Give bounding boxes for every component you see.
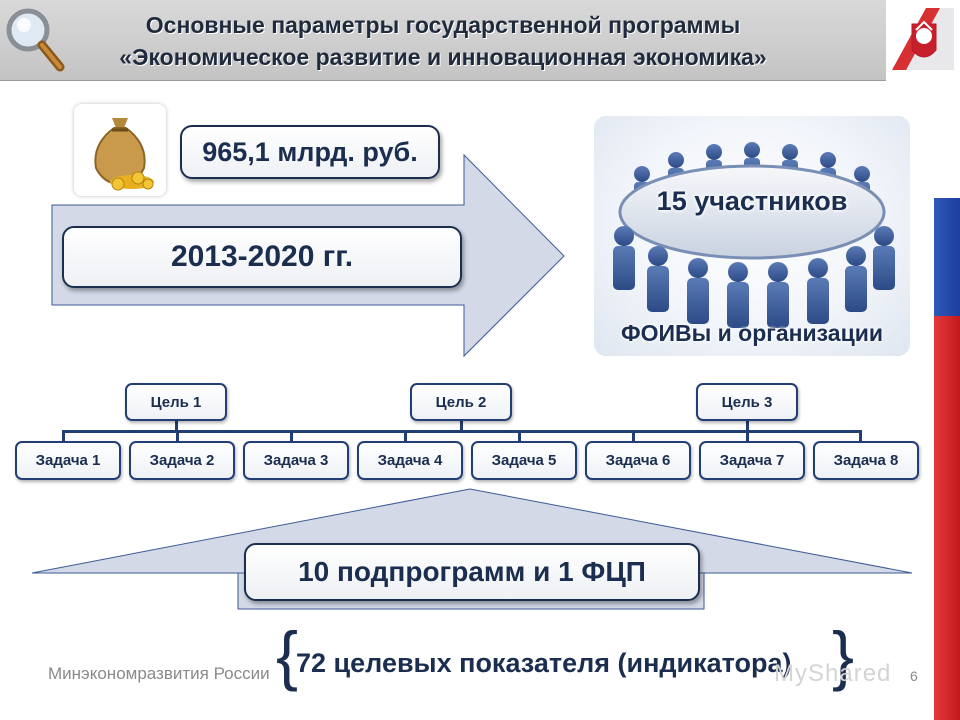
money-bag-card: [74, 104, 166, 196]
slide-header: Основные параметры государственной прогр…: [0, 0, 886, 81]
task-1: Задача 1: [15, 441, 121, 480]
task-6: Задача 6: [585, 441, 691, 480]
program-period: 2013-2020 гг.: [62, 226, 462, 288]
task-7-stem: [746, 430, 749, 442]
task-2-stem: [176, 430, 179, 442]
task-4: Задача 4: [357, 441, 463, 480]
task-7: Задача 7: [699, 441, 805, 480]
indicators-group: { }: [276, 622, 856, 702]
task-3-stem: [290, 430, 293, 442]
task-2: Задача 2: [129, 441, 235, 480]
left-brace-icon: {: [276, 618, 299, 692]
task-5: Задача 5: [471, 441, 577, 480]
title-line-1: Основные параметры государственной прогр…: [145, 12, 741, 38]
participants-image: [594, 116, 910, 356]
participants-label: ФОИВы и организации: [620, 320, 884, 346]
task-1-stem: [62, 430, 65, 442]
funding-amount: 965,1 млрд. руб.: [180, 125, 440, 179]
flag-stripe-white: [934, 80, 960, 198]
page-number: 6: [910, 668, 918, 684]
task-5-stem: [518, 430, 521, 442]
goal-2: Цель 2: [410, 383, 512, 421]
emblem-area: [886, 0, 960, 80]
task-8: Задача 8: [813, 441, 919, 480]
task-4-stem: [404, 430, 407, 442]
round-table-people-icon: [613, 142, 895, 328]
ministry-footer: Минэкономразвития России: [48, 664, 270, 683]
task-6-stem: [632, 430, 635, 442]
connector-bar: [62, 430, 862, 433]
coat-of-arms-icon: [892, 8, 954, 70]
goal-1: Цель 1: [125, 383, 227, 421]
indicators-count: 72 целевых показателя (индикатора): [296, 648, 792, 678]
watermark: MyShared: [774, 660, 892, 687]
goal-3-stem: [746, 421, 749, 431]
title-line-2: «Экономическое развитие и инновационная …: [119, 44, 767, 70]
task-3: Задача 3: [243, 441, 349, 480]
task-8-stem: [859, 430, 862, 442]
flag-stripe-red: [934, 316, 960, 720]
magnifier-icon: [6, 8, 65, 72]
participants-count: 15 участников: [656, 186, 848, 216]
right-brace-icon: }: [832, 618, 855, 692]
flag-stripe-blue: [934, 198, 960, 316]
goal-1-stem: [175, 421, 178, 431]
subprograms-count: 10 подпрограмм и 1 ФЦП: [244, 543, 700, 601]
money-bag-icon: [94, 118, 154, 191]
goal-3: Цель 3: [696, 383, 798, 421]
goal-2-stem: [460, 421, 463, 431]
